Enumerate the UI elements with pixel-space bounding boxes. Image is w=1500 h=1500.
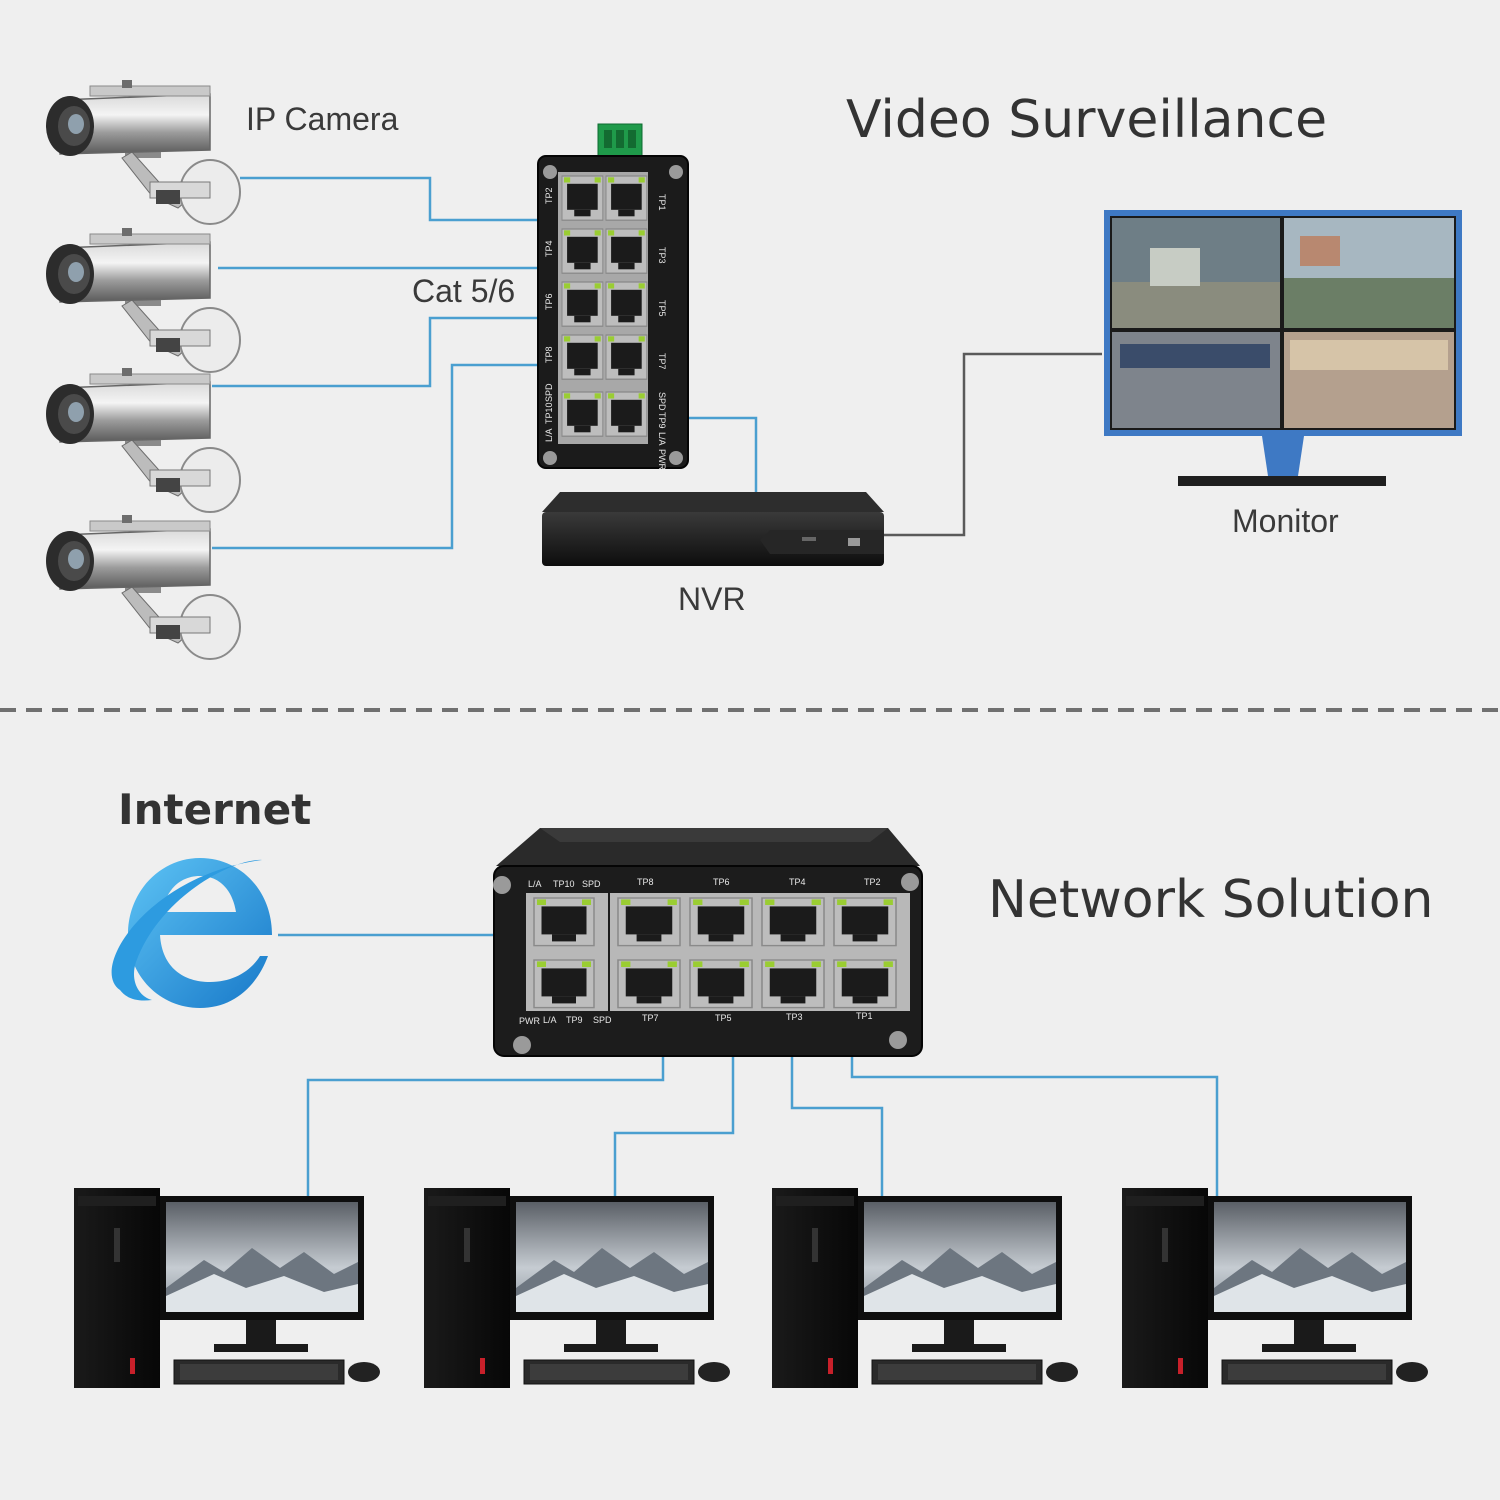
port-label: L/A	[657, 432, 667, 446]
port-label: L/A	[528, 879, 542, 889]
port-label: TP1	[856, 1011, 873, 1021]
port-label: SPD	[544, 383, 554, 402]
port-label: SPD	[657, 392, 667, 411]
port-label: TP8	[637, 877, 654, 887]
ip-camera-icon	[45, 79, 241, 660]
ethernet-switch-icon	[537, 123, 689, 469]
nvr-recorder-icon	[542, 492, 884, 566]
port-label: TP1	[657, 194, 667, 211]
internet-label: Internet	[118, 785, 311, 834]
port-label: TP7	[642, 1013, 659, 1023]
port-label: TP2	[544, 187, 554, 204]
switch-port-labels-left: TP2 TP4 TP6 TP8 SPD TP10 L/A	[544, 187, 554, 442]
port-label: TP6	[544, 293, 554, 310]
port-label: TP6	[713, 877, 730, 887]
monitor-label: Monitor	[1232, 503, 1339, 539]
port-label: TP10	[544, 402, 554, 424]
port-label: TP4	[544, 240, 554, 257]
port-label: TP8	[544, 346, 554, 363]
cable-label: Cat 5/6	[412, 273, 515, 309]
port-label: L/A	[543, 1015, 557, 1025]
surveillance-title: Video Surveillance	[846, 90, 1327, 150]
network-title: Network Solution	[988, 870, 1433, 930]
nvr-monitor-cable	[882, 352, 1102, 537]
port-label: SPD	[582, 879, 601, 889]
port-label: TP3	[657, 247, 667, 264]
port-label: TP9	[566, 1015, 583, 1025]
internet-explorer-icon	[111, 858, 272, 1008]
camera-label: IP Camera	[246, 101, 399, 137]
monitor-icon	[1104, 210, 1462, 486]
cable-lines-top	[212, 176, 758, 550]
port-label: TP10	[553, 879, 575, 889]
switch-bottom-labels: PWR L/A TP9 SPD TP7 TP5 TP3 TP1	[519, 1011, 873, 1026]
port-label: TP5	[657, 300, 667, 317]
nvr-label: NVR	[678, 581, 746, 617]
switch-port-labels-right: TP1 TP3 TP5 TP7 SPD TP9 L/A PWR	[657, 194, 667, 470]
port-label: TP9	[657, 412, 667, 429]
port-label: TP4	[789, 877, 806, 887]
cable-lines-bottom	[278, 933, 1219, 1196]
desktop-computer-icon	[73, 1187, 1429, 1389]
port-label: SPD	[593, 1015, 612, 1025]
port-label: PWR	[519, 1016, 540, 1026]
port-label: TP3	[786, 1012, 803, 1022]
port-label: TP2	[864, 877, 881, 887]
port-label: TP7	[657, 353, 667, 370]
port-label: TP5	[715, 1013, 732, 1023]
port-label: L/A	[544, 428, 554, 442]
ethernet-switch-icon	[493, 828, 923, 1057]
port-label: PWR	[657, 449, 667, 470]
switch-top-labels: L/A TP10 SPD TP8 TP6 TP4 TP2	[528, 877, 881, 889]
